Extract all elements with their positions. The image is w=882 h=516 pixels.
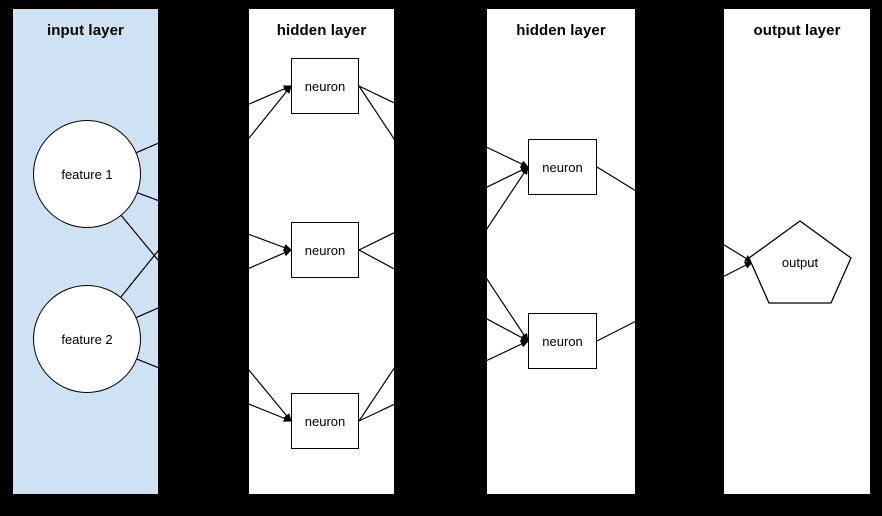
layer-title-input: input layer [47,22,124,39]
layer-title-hidden-2: hidden layer [516,22,606,39]
gutter-right [870,0,882,516]
pentagon-shape [748,220,852,304]
node-h1-neuron-1[interactable]: neuron [291,58,359,114]
layer-panel-input [13,9,158,494]
gutter-hidden2-output [635,0,724,516]
gutter-input-hidden1 [158,0,249,516]
layer-title-output: output layer [753,22,841,39]
node-feature-2[interactable]: feature 2 [33,285,141,393]
gutter-left [0,0,13,516]
layer-panel-hidden-2 [487,9,635,494]
node-label-h2-neuron-2: neuron [542,333,583,349]
node-label-feature-2: feature 2 [61,331,113,347]
node-label-feature-1: feature 1 [61,166,113,182]
node-label-h1-neuron-3: neuron [304,413,346,429]
node-h1-neuron-2[interactable]: neuron [291,222,359,278]
node-output[interactable]: output [748,220,852,304]
node-h1-neuron-3[interactable]: neuron [291,393,359,449]
gutter-bottom [0,494,882,516]
node-h2-neuron-1[interactable]: neuron [528,139,597,195]
gutter-top [0,0,882,9]
layer-title-hidden-1: hidden layer [276,22,367,39]
node-label-h1-neuron-1: neuron [304,78,346,94]
node-label-output: output [781,254,819,270]
node-feature-1[interactable]: feature 1 [33,120,141,228]
gutter-hidden1-hidden2 [394,0,487,516]
node-label-h1-neuron-2: neuron [304,242,346,258]
node-label-h2-neuron-1: neuron [542,159,583,175]
node-h2-neuron-2[interactable]: neuron [528,313,597,369]
